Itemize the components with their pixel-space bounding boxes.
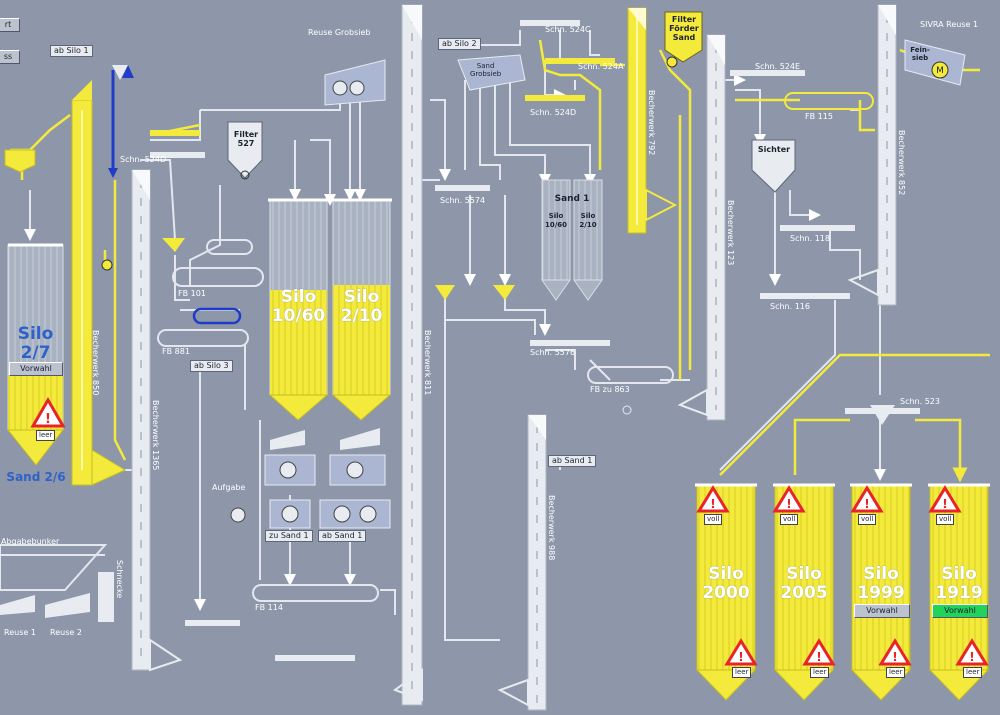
- label-reuse-1: Reuse 1: [4, 628, 36, 637]
- filter-valve-icon: [240, 170, 250, 180]
- svg-text:!: !: [864, 497, 869, 511]
- label-fb-115: FB 115: [805, 112, 833, 121]
- tag-ab-sand-1: ab Sand 1: [548, 455, 597, 467]
- tag-zu-sand-1: zu Sand 1: [265, 530, 313, 542]
- junction-icon: [622, 405, 632, 415]
- silo-10-60[interactable]: [268, 198, 329, 421]
- sivra-hopper[interactable]: M: [904, 39, 966, 86]
- pipework: [24, 30, 886, 641]
- tag-ab-silo-3: ab Silo 3: [190, 360, 233, 372]
- label-elevator-6: Becherwerk 123: [726, 200, 735, 266]
- bucket-elevators: [71, 4, 897, 711]
- tag-ab-sand-1b: ab Sand 1: [318, 530, 367, 542]
- sand-2-6-label: Sand 2/6: [6, 470, 66, 484]
- svg-text:!: !: [786, 497, 791, 511]
- label-elevator-8: Schnecke: [115, 560, 124, 599]
- silo-2-10[interactable]: [331, 198, 392, 421]
- label-schn-5240: Schn. 524D: [530, 108, 577, 117]
- label-fb-114: FB 114: [255, 603, 283, 612]
- silo-2000-leer: leer: [732, 667, 752, 678]
- label-abgabebunker: Abgabebunker: [1, 537, 60, 546]
- label-elevator-3: Becherwerk 811: [423, 330, 432, 396]
- label-schn-524c: Schn. 524C: [545, 25, 591, 34]
- svg-text:!: !: [816, 650, 821, 664]
- filter-foerder-shape[interactable]: [664, 11, 703, 63]
- top-left-button-2[interactable]: ss: [0, 50, 20, 64]
- label-schn-524a: Schn. 524A: [578, 62, 624, 71]
- label-sivra: SIVRA Reuse 1: [920, 20, 979, 29]
- label-elevator-2: Becherwerk 1365: [151, 400, 160, 471]
- label-fb-863: FB zu 863: [590, 385, 630, 394]
- silo-2-7-vorwahl-button[interactable]: Vorwahl: [9, 362, 63, 376]
- label-schn-523: Schn. 523: [900, 397, 940, 406]
- label-aufgabe: Aufgabe: [212, 483, 246, 492]
- sand-1-silos[interactable]: [541, 179, 603, 301]
- svg-text:!: !: [892, 650, 897, 664]
- silo-1999-status: voll: [858, 514, 877, 525]
- label-schn-524e: Schn. 524E: [755, 62, 801, 71]
- label-schn-118: Schn. 118: [790, 234, 830, 243]
- valve-icon[interactable]: [101, 259, 113, 271]
- label-schn-5574: Schn. 5574: [440, 196, 486, 205]
- sand1-title: Sand 1: [554, 194, 590, 204]
- label-reuse-2: Reuse 2: [50, 628, 82, 637]
- filter-527-shape[interactable]: [227, 121, 263, 179]
- silo-1999-vorwahl-button[interactable]: Vorwahl: [854, 604, 910, 618]
- label-fb-881: FB 881: [162, 347, 190, 356]
- label-elevator-7: Becherwerk 852: [897, 130, 906, 196]
- silo-1919-status: voll: [936, 514, 955, 525]
- silo-1999-leer: leer: [886, 667, 906, 678]
- silo-2000-status: voll: [704, 514, 723, 525]
- tag-ab-silo-2: ab Silo 2: [438, 38, 481, 50]
- active-route-indicator: [108, 65, 242, 325]
- silo-1919-leer: leer: [963, 667, 983, 678]
- aufgabe-motor-icon[interactable]: [230, 507, 246, 523]
- dosing-hoppers[interactable]: [4, 65, 895, 425]
- label-schn-116: Schn. 116: [770, 302, 810, 311]
- svg-text:!: !: [969, 650, 974, 664]
- silo-2005-status: voll: [780, 514, 799, 525]
- label-elevator-1: Becherwerk 850: [91, 330, 100, 396]
- crusher-motors[interactable]: [264, 428, 391, 529]
- label-fb-5240: Schn. 524D: [120, 155, 167, 164]
- sivra-hopper-label: Fein-sieb: [910, 46, 930, 62]
- warning-icons: ! ! ! ! ! ! ! ! !: [30, 396, 989, 666]
- abgabebunker[interactable]: [0, 544, 114, 622]
- svg-text:!: !: [942, 497, 947, 511]
- reuse-grobsieb-crusher[interactable]: [324, 59, 386, 106]
- svg-text:!: !: [45, 412, 51, 427]
- sichter-shape[interactable]: [751, 139, 796, 193]
- svg-text:M: M: [936, 66, 944, 76]
- label-fb-101: FB 101: [178, 289, 206, 298]
- tag-ab-silo-1: ab Silo 1: [50, 45, 93, 57]
- svg-text:!: !: [710, 497, 715, 511]
- label-elevator-5: Becherwerk 792: [647, 90, 656, 156]
- svg-text:!: !: [738, 650, 743, 664]
- filter-fan-icon[interactable]: [666, 56, 678, 68]
- top-left-button-1[interactable]: rt: [0, 18, 20, 32]
- label-elevator-4: Becherwerk 988: [547, 495, 556, 561]
- conveyor-belts[interactable]: [157, 92, 874, 602]
- silo-1919-vorwahl-button[interactable]: Vorwahl: [932, 604, 988, 618]
- silo-2005-leer: leer: [810, 667, 830, 678]
- sichter-label: Sichter: [757, 145, 791, 154]
- label-reuse-grobsieb: Reuse Grobsieb: [308, 28, 371, 37]
- grobsieb-shape[interactable]: [457, 54, 526, 91]
- label-schn-5576: Schn. 5576: [530, 348, 576, 357]
- silo-2-7-status: leer: [36, 430, 56, 441]
